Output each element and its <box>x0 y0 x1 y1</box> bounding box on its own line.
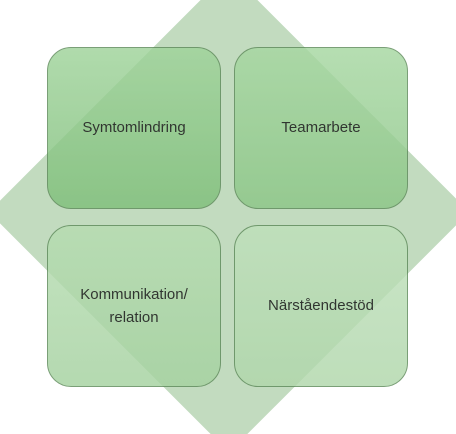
quadrant-top-right: Teamarbete <box>234 47 408 209</box>
quadrant-top-left: Symtomlindring <box>47 47 221 209</box>
quadrant-label-symtomlindring: Symtomlindring <box>82 119 186 137</box>
quadrant-bottom-right: Närståendestöd <box>234 225 408 387</box>
quadrant-label-kommunikation: Kommunikation/ relation <box>80 285 188 326</box>
quadrant-label-teamarbete: Teamarbete <box>281 119 361 137</box>
quadrant-label-narstaendestod: Närståendestöd <box>268 297 374 315</box>
quadrant-bottom-left: Kommunikation/ relation <box>47 225 221 387</box>
